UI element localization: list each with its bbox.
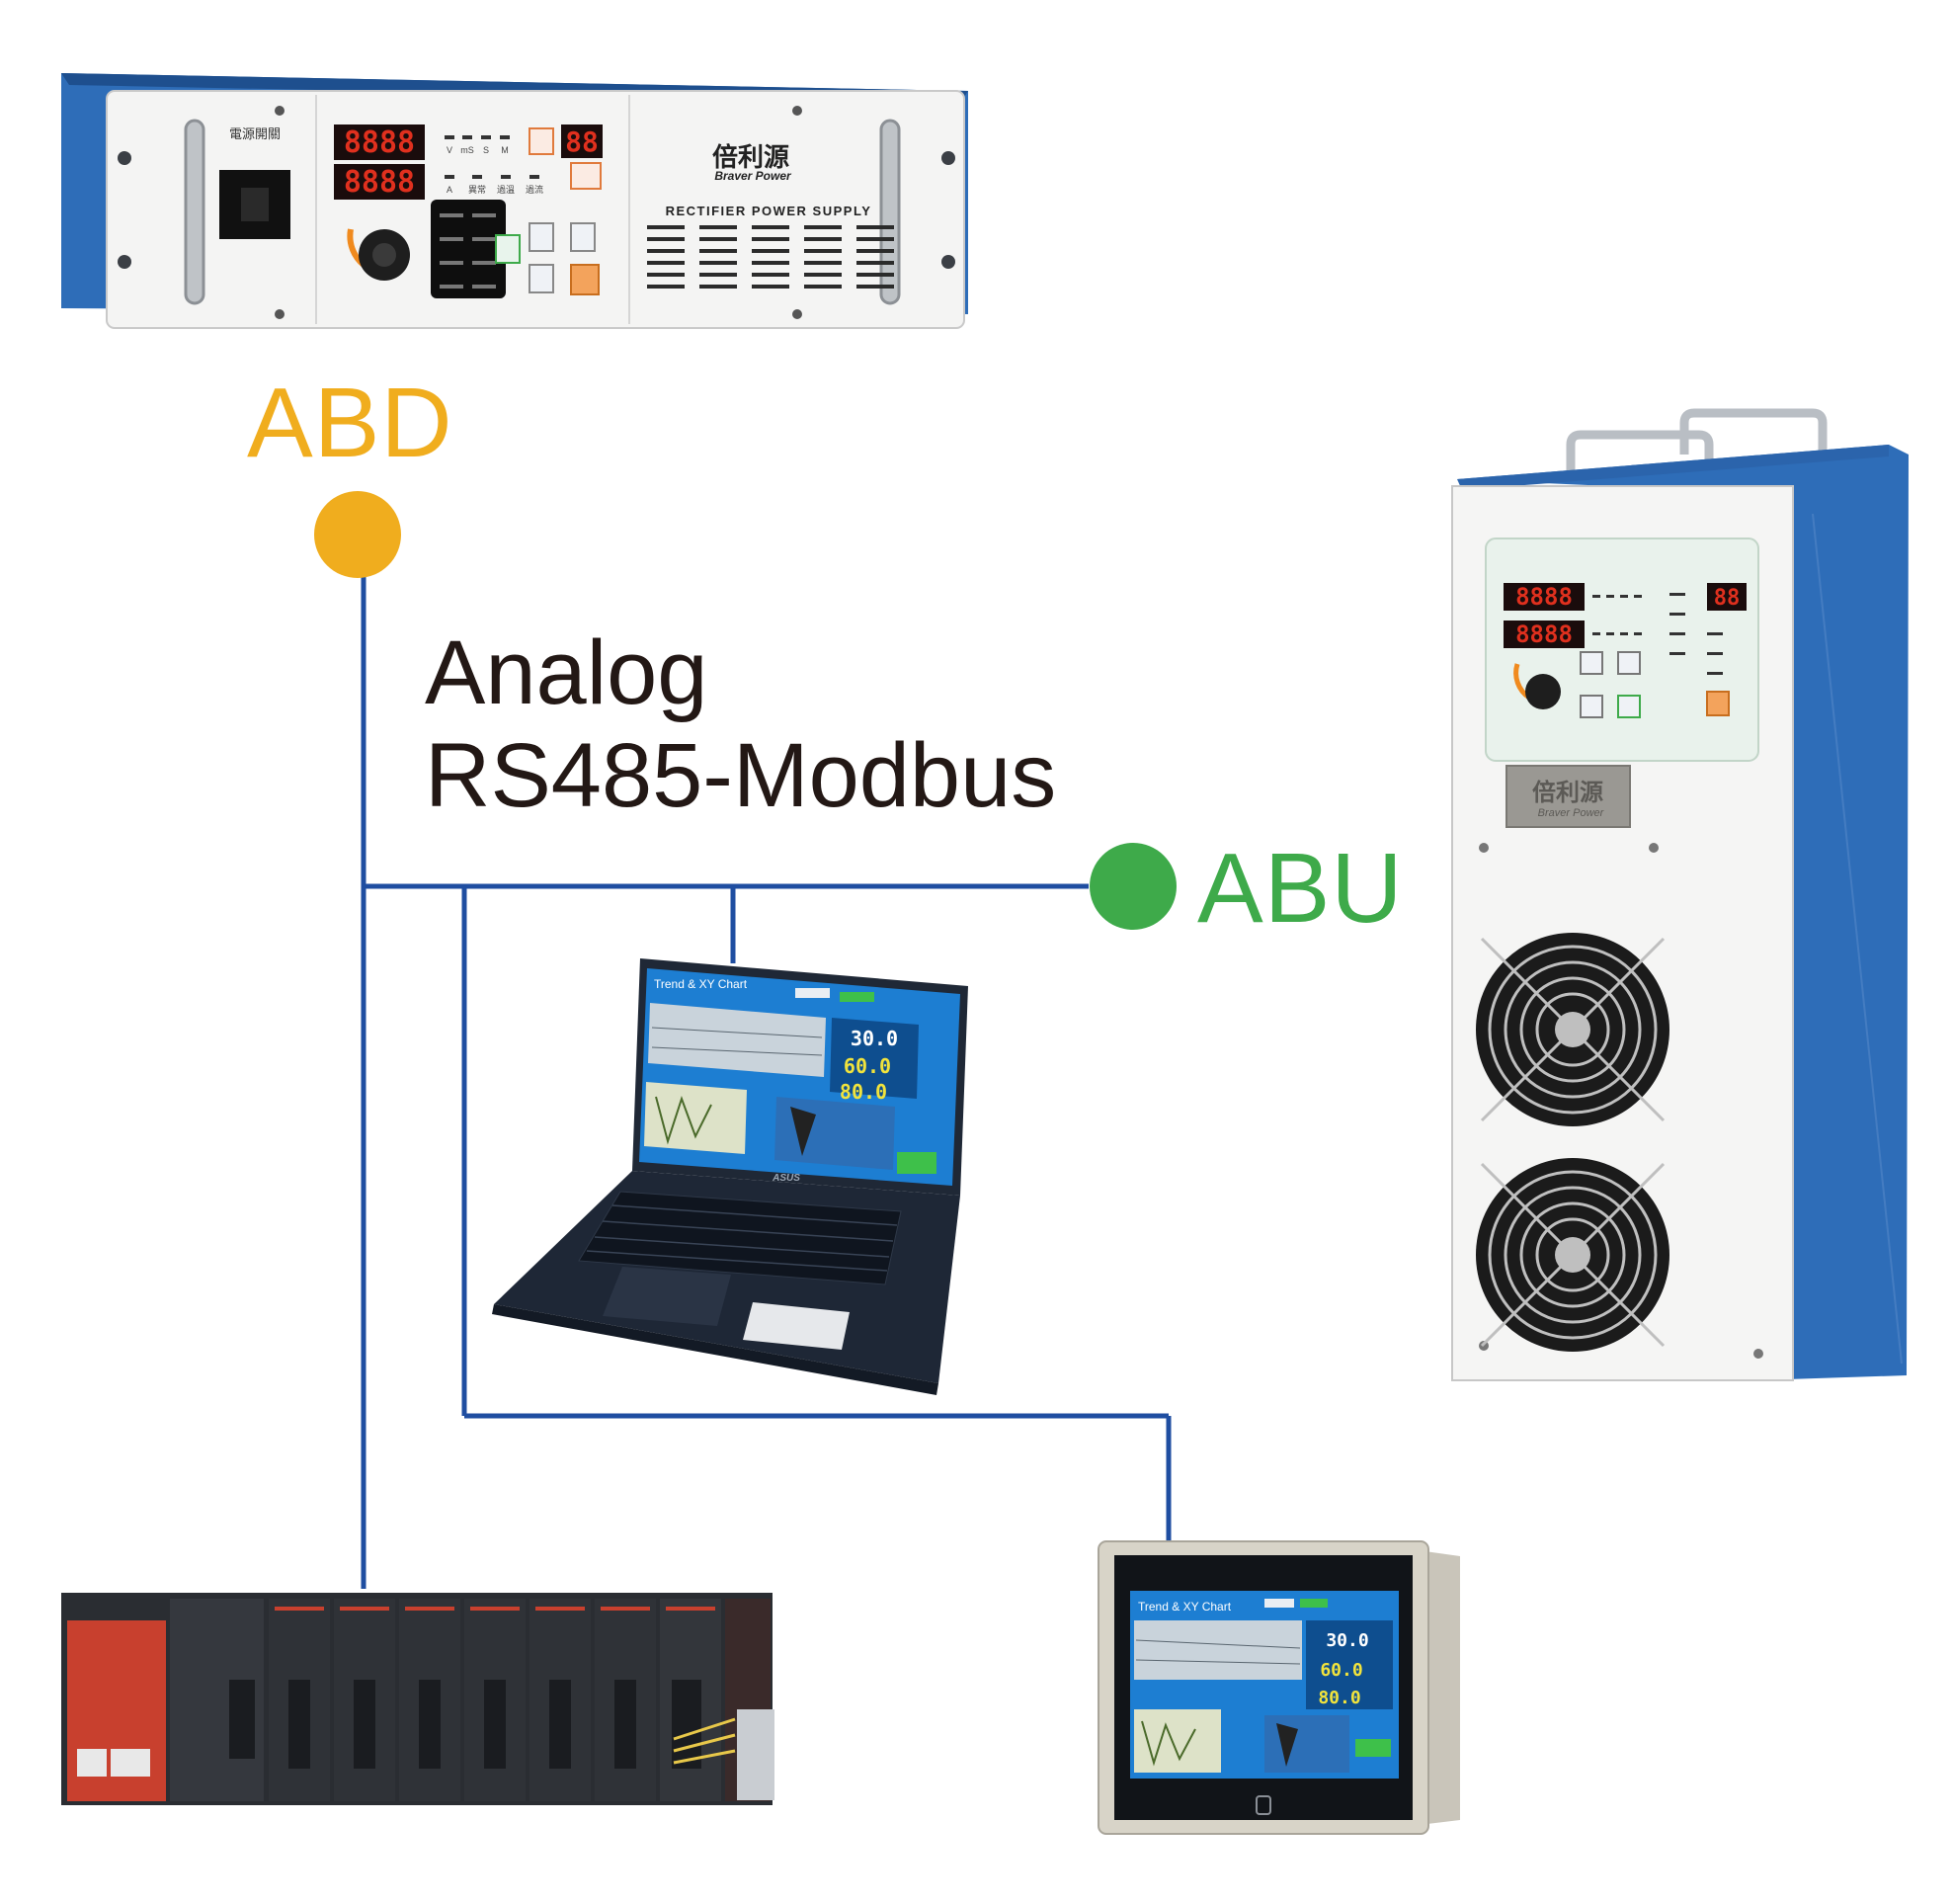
rack-start-stop-button[interactable] bbox=[570, 264, 600, 295]
tower-control-panel bbox=[1485, 538, 1759, 762]
hmi-screen-title: Trend & XY Chart bbox=[1138, 1600, 1232, 1614]
laptop-brand-logo: ASUS bbox=[772, 1173, 800, 1184]
rack-display-bottom: 8888 bbox=[344, 165, 415, 200]
laptop-screen-title: Trend & XY Chart bbox=[654, 977, 748, 991]
rack-switch-button[interactable] bbox=[529, 127, 554, 155]
laptop-touchpad[interactable] bbox=[603, 1267, 731, 1326]
tower-display-bottom: 8888 bbox=[1515, 621, 1573, 648]
rack-confirm-button[interactable] bbox=[570, 222, 596, 252]
hmi-humidity-value: 60.0 bbox=[1320, 1660, 1362, 1681]
rack-mode-button[interactable] bbox=[495, 234, 521, 264]
rack-unit-label-s: S bbox=[483, 145, 489, 155]
rack-keypad[interactable] bbox=[431, 200, 506, 298]
tower-button-2[interactable] bbox=[1617, 651, 1641, 675]
rack-unit-label-ms: mS bbox=[460, 145, 474, 155]
abu-label: ABU bbox=[1197, 833, 1404, 944]
rack-status-label-fault: 異常 bbox=[468, 184, 486, 195]
tower-button-5[interactable] bbox=[1706, 691, 1730, 716]
rack-display-top: 8888 bbox=[344, 125, 415, 160]
protocol-label-line2: RS485-Modbus bbox=[425, 725, 1056, 826]
rack-logo-en: Braver Power bbox=[714, 169, 792, 183]
abd-node-dot bbox=[314, 491, 401, 578]
abu-node-dot bbox=[1090, 843, 1177, 930]
tower-name-plate bbox=[1505, 765, 1631, 828]
abd-label: ABD bbox=[247, 368, 453, 478]
laptop-keyboard bbox=[578, 1191, 902, 1285]
laptop-temperature-value: 30.0 bbox=[851, 1027, 898, 1050]
rack-status-label-overtemp: 過溫 bbox=[497, 185, 515, 195]
rack-display-small: 88 bbox=[565, 125, 599, 158]
hmi-touch-panel: Trend & XY Chart 30.0 60.0 80.0 bbox=[1098, 1540, 1460, 1835]
rack-logo-cn: 倍利源 bbox=[712, 142, 789, 173]
rack-status-label-overcurrent: 過流 bbox=[526, 184, 543, 195]
tower-logo-en: Braver Power bbox=[1538, 807, 1605, 819]
tower-display-small: 88 bbox=[1714, 586, 1741, 611]
rack-unit-label-m: M bbox=[501, 145, 509, 155]
tower-button-4[interactable] bbox=[1617, 695, 1641, 718]
plc-rack bbox=[61, 1593, 774, 1805]
laptop-humidity-value: 60.0 bbox=[844, 1054, 891, 1078]
abd-rack-power-supply: 電源開關 8888 8888 88 V mS S M A 異常 過溫 過流 bbox=[61, 73, 968, 329]
rack-set-save-button[interactable] bbox=[570, 162, 602, 190]
tower-button-3[interactable] bbox=[1580, 695, 1603, 718]
tower-fan-upper bbox=[1476, 933, 1669, 1126]
tower-logo-cn: 倍利源 bbox=[1532, 779, 1603, 806]
rack-select-button[interactable] bbox=[529, 222, 554, 252]
laptop-computer: Trend & XY Chart 30.0 60.0 80.0 ASUS bbox=[492, 958, 968, 1395]
tower-display-top: 8888 bbox=[1515, 583, 1573, 611]
abu-tower-power-supply: 8888 8888 88 倍利源 Braver Power bbox=[1451, 408, 1909, 1381]
tower-adjust-knob[interactable] bbox=[1525, 674, 1561, 709]
hmi-temperature-value: 30.0 bbox=[1326, 1630, 1368, 1651]
tower-button-1[interactable] bbox=[1580, 651, 1603, 675]
rack-title: RECTIFIER POWER SUPPLY bbox=[666, 204, 872, 218]
rack-vent-grille bbox=[647, 225, 894, 289]
bus-lines bbox=[361, 534, 1172, 1589]
tower-fan-lower bbox=[1476, 1158, 1669, 1352]
rack-unit-label-v: V bbox=[447, 145, 452, 155]
rack-power-switch-label: 電源開關 bbox=[229, 126, 281, 141]
rack-reset-button[interactable] bbox=[529, 264, 554, 293]
hmi-pressure-value: 80.0 bbox=[1318, 1688, 1360, 1708]
protocol-label-line1: Analog bbox=[425, 622, 707, 723]
rack-status-label-a: A bbox=[447, 185, 452, 195]
hmi-home-button[interactable] bbox=[1256, 1795, 1271, 1815]
laptop-pressure-value: 80.0 bbox=[840, 1080, 887, 1104]
